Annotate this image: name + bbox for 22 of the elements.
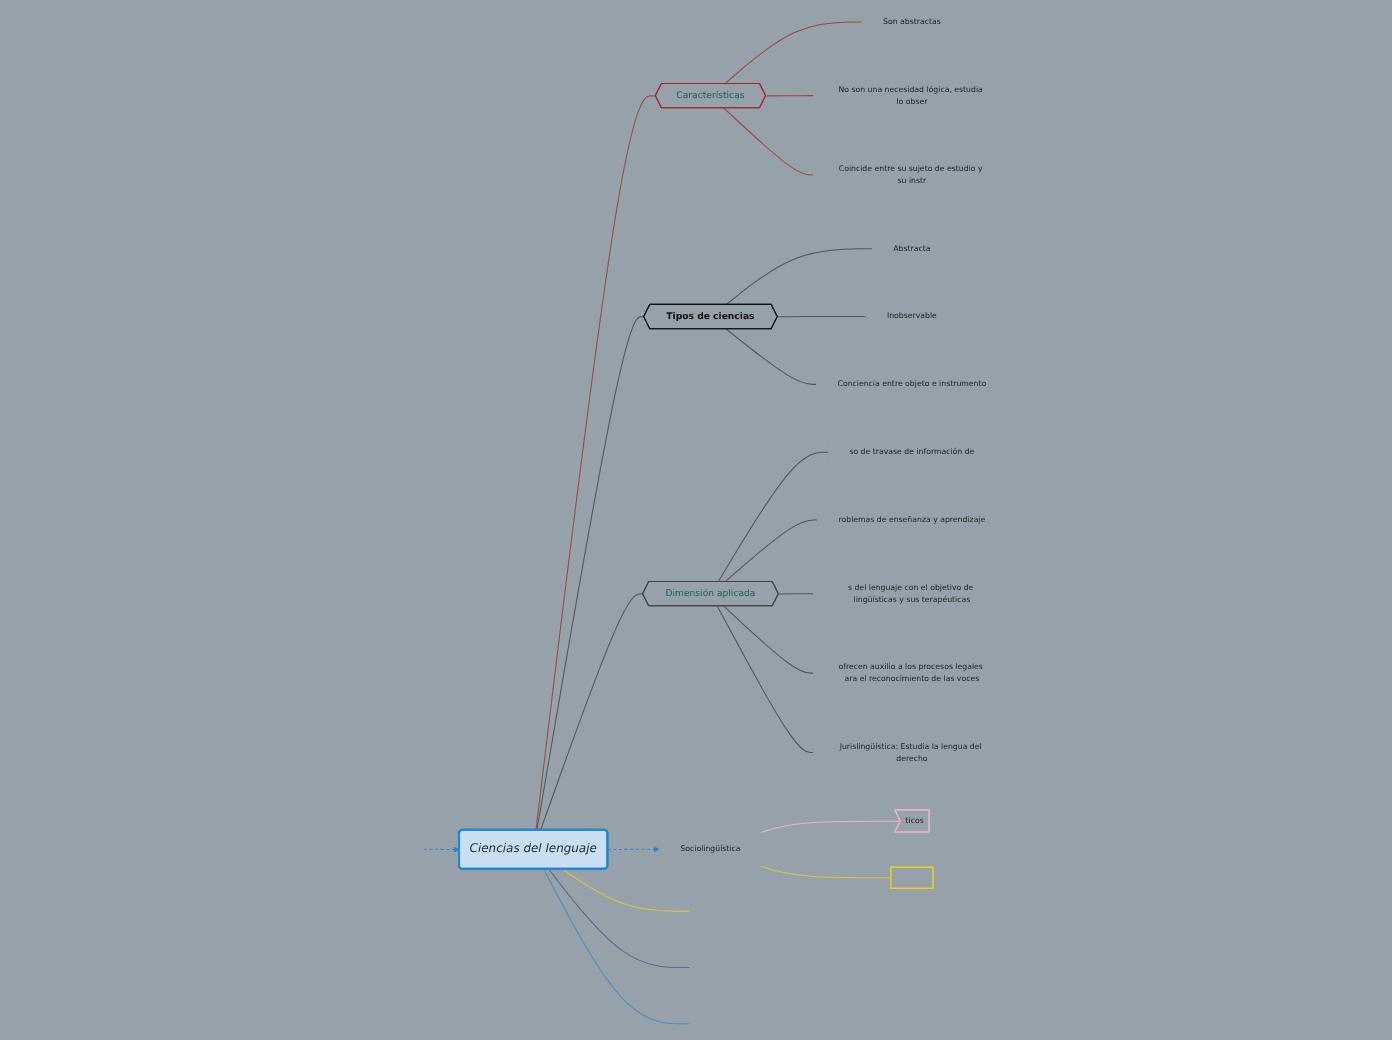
connector-line [535,95,657,831]
connector-line [607,846,660,853]
connector-line [724,519,818,583]
connector-line [716,605,814,754]
connector-line [777,316,867,318]
connector-line [543,868,690,1025]
connector-line [725,328,817,385]
connector-line [759,865,892,879]
connector-line [717,451,829,583]
connector-line [536,316,645,831]
connector-line [723,605,814,674]
connector-line [765,95,814,97]
connector-line [723,107,814,176]
connector-line [548,868,690,969]
connector-line [540,593,644,831]
node-box [890,866,934,889]
connector-line [759,820,902,834]
connector-line [561,868,690,912]
connector-line [778,593,814,595]
connector-line [724,21,863,85]
connector-line [423,846,460,853]
connector-line [725,248,873,306]
